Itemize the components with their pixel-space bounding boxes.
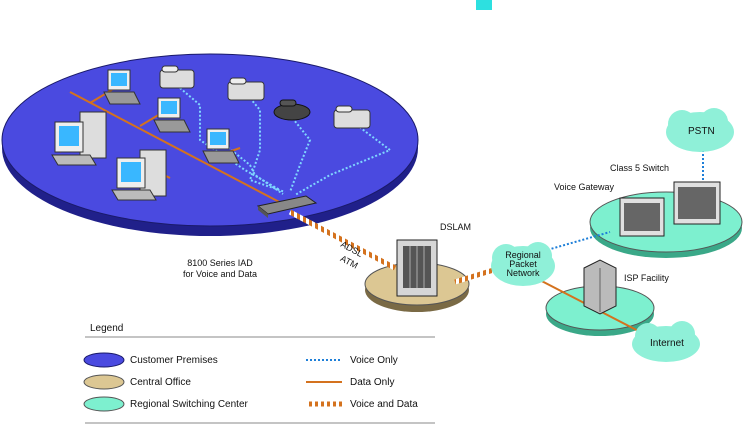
voice-lines	[179, 87, 392, 196]
legend-regional-switching-center: Regional Switching Center	[130, 399, 248, 410]
legend-swatches	[83, 352, 342, 412]
internet-label: Internet	[650, 338, 684, 349]
desktop-tower-2	[111, 149, 167, 201]
legend-swatch-customer	[83, 352, 125, 368]
phone-3	[273, 99, 311, 121]
voice-gateway-label: Voice Gateway	[554, 182, 615, 192]
computer-2	[153, 97, 191, 133]
legend-customer-premises: Customer Premises	[130, 355, 218, 366]
legend-voice-and-data: Voice and Data	[350, 399, 418, 410]
voice-gateway-device	[619, 197, 665, 237]
class5-switch-device	[673, 181, 721, 225]
iad-label-line1: 8100 Series IAD	[187, 258, 253, 268]
computer-3	[202, 128, 240, 164]
regional-label-line2: Packet	[509, 259, 537, 269]
regional-label-line1: Regional	[505, 250, 541, 260]
isp-facility-label: ISP Facility	[624, 273, 669, 283]
phone-1	[159, 65, 195, 89]
internet-cloud	[632, 321, 700, 362]
legend-swatch-central	[83, 374, 125, 390]
voice-link-gateway	[539, 231, 611, 253]
legend-frame	[85, 336, 435, 424]
desktop-tower-1	[51, 111, 107, 166]
legend-title: Legend	[90, 323, 124, 334]
pstn-label: PSTN	[688, 126, 715, 137]
legend-central-office: Central Office	[130, 377, 191, 388]
regional-packet-network-cloud	[491, 242, 555, 286]
isp-server	[583, 259, 617, 315]
phone-2	[227, 77, 265, 101]
dslam-label: DSLAM	[440, 222, 472, 232]
regional-label-line3: Network	[506, 268, 540, 278]
phone-4	[333, 105, 371, 129]
iad-device	[256, 195, 318, 218]
legend-swatch-regional	[83, 396, 125, 412]
dslam-device	[396, 239, 438, 297]
class5-switch-label: Class 5 Switch	[610, 163, 670, 173]
legend-data-only: Data Only	[350, 377, 395, 388]
cyan-marker	[476, 0, 492, 10]
iad-label-line2: for Voice and Data	[182, 269, 258, 279]
computer-1	[103, 69, 141, 105]
legend-voice-only: Voice Only	[350, 355, 398, 366]
pstn-cloud	[666, 108, 734, 152]
